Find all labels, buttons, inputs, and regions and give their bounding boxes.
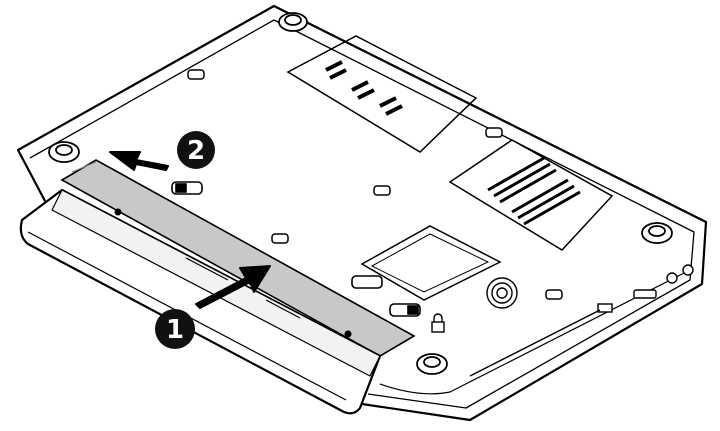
side-ports	[469, 264, 694, 377]
battery-latch	[171, 181, 421, 317]
hdd-cover	[448, 139, 614, 251]
step-badge-1: 1	[155, 309, 195, 349]
step-badge-2: 2	[177, 131, 215, 169]
padlock-icon	[431, 313, 445, 333]
step-number-1: 1	[166, 315, 184, 345]
vent-slots	[325, 60, 403, 116]
case-slots	[187, 69, 563, 300]
access-panel	[360, 225, 502, 301]
speaker-grille	[486, 277, 518, 309]
battery-bay	[60, 159, 416, 357]
step-number-2: 2	[187, 136, 205, 166]
memory-cover	[286, 35, 478, 153]
arrow-diagonal-icon	[195, 265, 271, 309]
arrow-left-icon	[109, 151, 169, 171]
rubber-feet	[48, 12, 673, 375]
